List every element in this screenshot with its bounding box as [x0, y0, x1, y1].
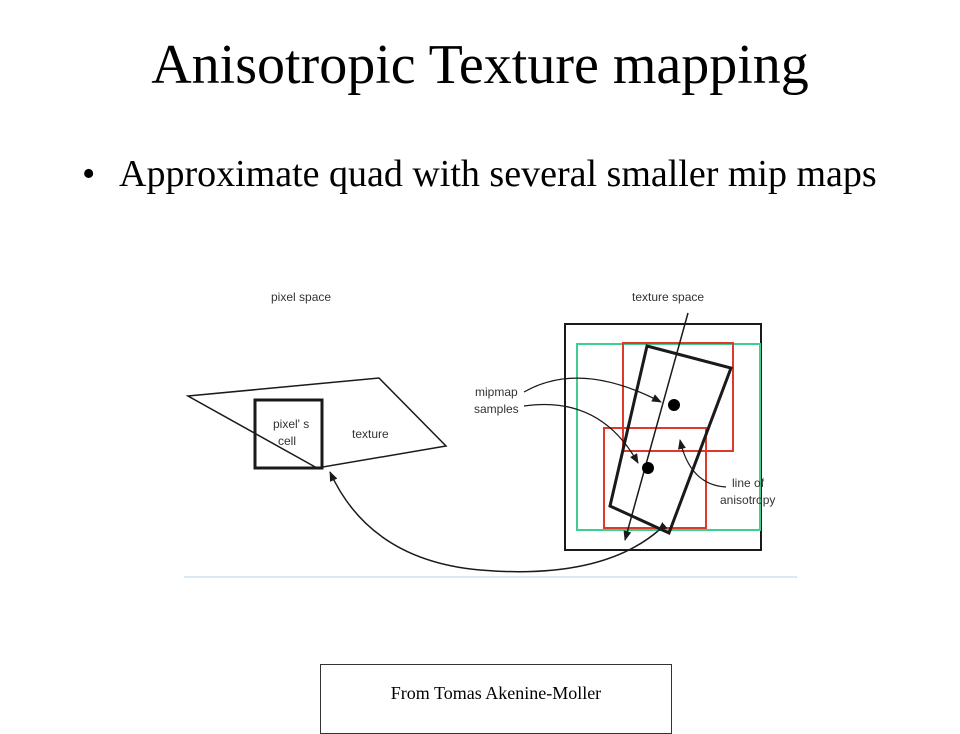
texture-space-label: texture space — [632, 290, 704, 304]
mipmap-arrow-bottom — [523, 403, 639, 464]
texture-label: texture — [352, 427, 389, 441]
line-label-line1: line of — [732, 476, 765, 490]
pixel-cell-label-line1: pixel' s — [273, 417, 309, 431]
credit-box: From Tomas Akenine-Moller — [320, 664, 672, 734]
texture-quad — [185, 377, 448, 469]
pixel-cell — [253, 398, 324, 470]
red-mipmap-square-top — [622, 342, 734, 452]
line-label-arrow — [678, 439, 727, 488]
bullet-marker: • — [82, 153, 96, 195]
diagram-svg: pixel space texture space pixel' s cell … — [184, 290, 797, 578]
credit-text: From Tomas Akenine-Moller — [390, 683, 602, 703]
mipmap-arrow-top — [523, 377, 662, 403]
mipmap-label-line2: samples — [474, 402, 519, 416]
anisotropy-diagram: pixel space texture space pixel' s cell … — [180, 280, 800, 585]
mipmap-sample-bottom — [642, 462, 654, 474]
pixel-space-label: pixel space — [271, 290, 331, 304]
projected-pixel-quad — [608, 344, 733, 536]
pixel-cell-label-line2: cell — [278, 434, 296, 448]
slide-title: Anisotropic Texture mapping — [151, 34, 809, 96]
texture-space-frame — [564, 323, 762, 551]
line-label-line2: anisotropy — [720, 493, 775, 507]
mipmap-label-line1: mipmap — [475, 385, 518, 399]
mipmap-sample-top — [668, 399, 680, 411]
bullet-text: Approximate quad with several smaller mi… — [119, 153, 877, 195]
mapping-arrow — [329, 471, 668, 573]
